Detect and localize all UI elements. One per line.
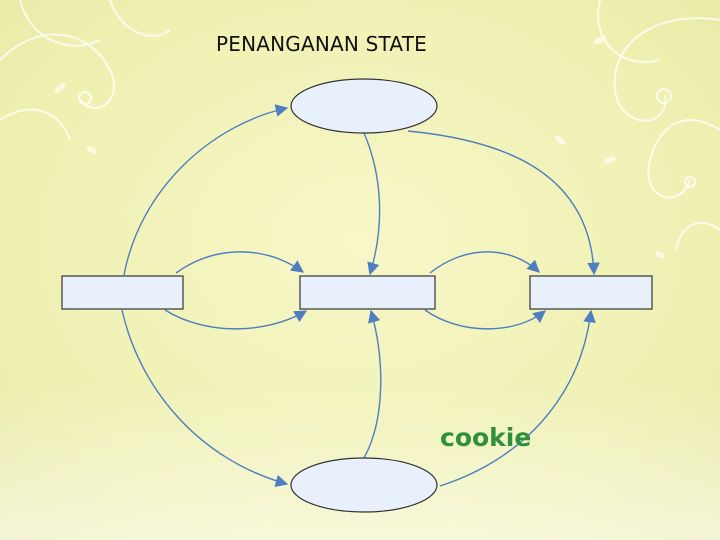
- left-box-node: [61, 275, 184, 310]
- arrow-left-box-to-bottom-ellipse: [121, 309, 289, 488]
- arrow-top-ellipse-to-center-box: [363, 132, 381, 276]
- arrow-center-box-to-right-box-upper: [429, 251, 540, 274]
- arrow-left-box-to-top-ellipse: [123, 104, 289, 276]
- arrow-bottom-ellipse-to-center-box: [363, 309, 382, 459]
- right-box-node: [529, 275, 653, 310]
- center-box-node: [299, 275, 436, 310]
- leaf-ornaments: [54, 35, 665, 259]
- arrow-bottom-ellipse-to-right-box: [439, 309, 596, 487]
- arrow-center-box-to-right-box-lower: [424, 309, 546, 330]
- bottom-ellipse-node: [290, 457, 438, 513]
- ornament-right: [597, 0, 720, 251]
- ornament-left: [0, 0, 171, 141]
- arrows: [121, 104, 600, 488]
- nodes: [61, 78, 653, 513]
- cookie-label: cookie: [440, 423, 532, 452]
- arrow-top-ellipse-to-right-box: [407, 130, 600, 276]
- top-ellipse-node: [290, 78, 438, 134]
- arrow-left-box-to-center-box-upper: [175, 251, 305, 274]
- arrow-left-box-to-center-box-lower: [164, 309, 308, 330]
- slide-title: PENANGANAN STATE: [216, 32, 427, 56]
